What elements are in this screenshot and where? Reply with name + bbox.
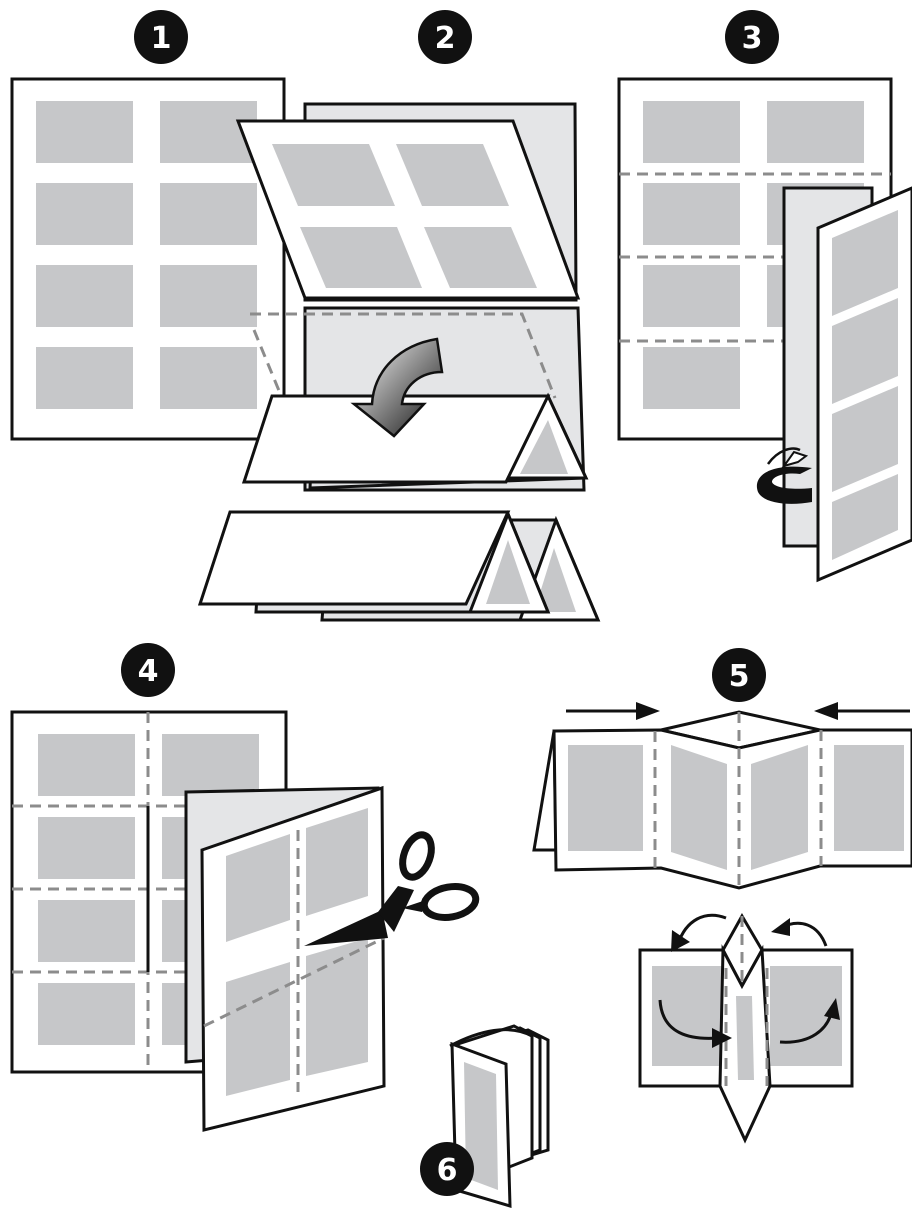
step-3-fold-lengthwise — [617, 77, 912, 583]
folded-page — [200, 785, 386, 1132]
tent-fold-bottom — [197, 509, 601, 622]
svg-text:3: 3 — [742, 21, 763, 56]
step-2-fold-in-half — [197, 102, 601, 622]
scissors-icon — [304, 831, 480, 946]
step-4-cut-along-fold — [10, 710, 480, 1132]
step-5-push-ends-together — [532, 702, 912, 1144]
step-number-6: 6 — [420, 1142, 474, 1196]
step-number-1: 1 — [134, 10, 188, 64]
push-fold-diamond — [638, 912, 854, 1144]
rotate-arrow-icon — [756, 447, 812, 504]
step-number-3: 3 — [725, 10, 779, 64]
curved-arrow-icon — [350, 337, 444, 438]
svg-text:2: 2 — [435, 21, 456, 56]
svg-text:6: 6 — [437, 1153, 458, 1188]
sheet-panels — [36, 101, 257, 409]
step-number-5: 5 — [712, 648, 766, 702]
step-number-2: 2 — [418, 10, 472, 64]
folded-strip — [816, 186, 912, 583]
svg-text:1: 1 — [151, 21, 172, 56]
svg-text:4: 4 — [138, 654, 159, 689]
push-arrow-icon — [566, 702, 910, 720]
folding-flap — [235, 119, 581, 300]
svg-text:5: 5 — [729, 659, 750, 694]
step-number-4: 4 — [121, 643, 175, 697]
step-1-flat-sheet — [10, 77, 286, 441]
